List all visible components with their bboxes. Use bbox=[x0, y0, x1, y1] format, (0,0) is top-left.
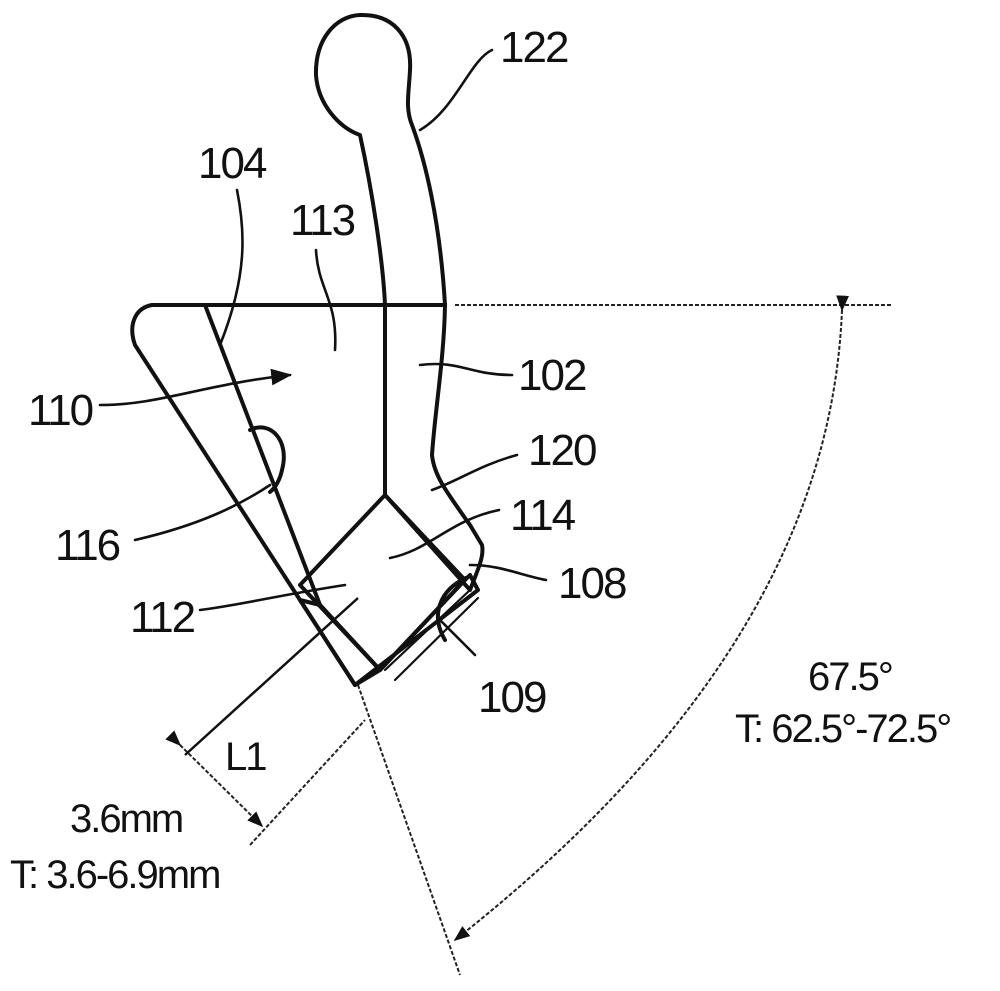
l1-extension-line-1 bbox=[184, 597, 359, 756]
label-112: 112 bbox=[130, 593, 195, 642]
l1-dimension-arrow bbox=[165, 730, 264, 828]
label-l1: L1 bbox=[225, 735, 266, 779]
leader-122 bbox=[418, 48, 494, 132]
label-120: 120 bbox=[528, 426, 596, 475]
leader-102 bbox=[418, 362, 514, 377]
label-108: 108 bbox=[558, 559, 626, 608]
leader-112 bbox=[198, 583, 347, 612]
label-104: 104 bbox=[198, 139, 267, 188]
label-102: 102 bbox=[518, 351, 586, 400]
leader-109 bbox=[438, 618, 477, 657]
angle-tolerance: T: 62.5°-72.5° bbox=[735, 707, 950, 751]
label-110: 110 bbox=[28, 386, 93, 435]
leader-114 bbox=[388, 508, 501, 560]
label-116: 116 bbox=[55, 521, 120, 570]
lip-bulb-122 bbox=[313, 12, 447, 307]
leader-116 bbox=[133, 483, 272, 542]
angle-reference-line bbox=[357, 684, 461, 976]
cavity-112-114 bbox=[298, 493, 467, 672]
label-113: 113 bbox=[290, 196, 355, 245]
label-114: 114 bbox=[510, 491, 576, 540]
leader-110 bbox=[98, 368, 293, 407]
base-edge-lines bbox=[383, 588, 480, 682]
label-109: 109 bbox=[478, 673, 546, 722]
leader-108 bbox=[468, 563, 548, 582]
length-nominal: 3.6mm bbox=[70, 797, 182, 841]
recess-116 bbox=[248, 425, 286, 494]
leader-113 bbox=[314, 248, 337, 352]
leader-120 bbox=[430, 453, 519, 492]
label-122: 122 bbox=[500, 23, 568, 72]
angle-arc bbox=[453, 295, 849, 941]
angle-nominal: 67.5° bbox=[808, 655, 892, 699]
length-tolerance: T: 3.6-6.9mm bbox=[10, 853, 219, 897]
l1-extension-line-2 bbox=[249, 719, 366, 846]
leader-104 bbox=[218, 188, 244, 347]
